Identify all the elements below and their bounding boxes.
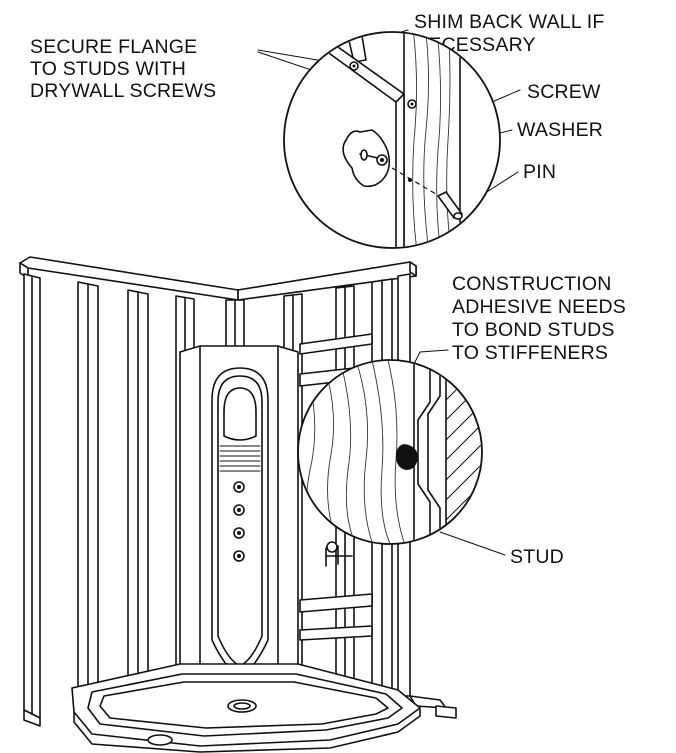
label-construction-adhesive: CONSTRUCTION ADHESIVE NEEDS TO BOND STUD… bbox=[452, 273, 626, 364]
label-secure-flange-line-2: TO STUDS WITH bbox=[30, 58, 186, 80]
detail-circle-top-border bbox=[283, 31, 501, 249]
leader-stud bbox=[439, 531, 506, 556]
detail-circle-flange bbox=[283, 31, 501, 249]
right-top-plate-end bbox=[409, 261, 417, 277]
blocking-bottom bbox=[299, 625, 373, 641]
label-stud: STUD bbox=[510, 546, 564, 568]
jet-column-outer bbox=[211, 367, 269, 677]
shower-base bbox=[71, 663, 421, 753]
label-screw: SCREW bbox=[527, 81, 601, 103]
pipe-fitting bbox=[325, 545, 353, 567]
label-shim: SHIM BACK WALL IF NECESSARY bbox=[414, 11, 605, 56]
right-bottom-plate-end bbox=[435, 705, 457, 719]
label-washer: WASHER bbox=[517, 119, 603, 141]
drain bbox=[227, 699, 257, 713]
blocking-lower bbox=[299, 593, 373, 613]
label-construction-line-3: TO BOND STUDS bbox=[452, 319, 615, 341]
adhesive-bead bbox=[396, 444, 418, 470]
label-secure-flange: SECURE FLANGE TO STUDS WITH DRYWALL SCRE… bbox=[30, 36, 216, 102]
blocking-upper bbox=[299, 333, 373, 355]
jet-nozzles bbox=[233, 481, 245, 562]
label-construction-line-1: CONSTRUCTION bbox=[452, 273, 611, 295]
shower-back-wall bbox=[179, 345, 353, 691]
label-pin: PIN bbox=[523, 161, 556, 183]
label-secure-flange-line-1: SECURE FLANGE bbox=[30, 36, 197, 58]
left-bottom-plate-end bbox=[23, 709, 41, 727]
detail-circle-adhesive bbox=[297, 359, 483, 545]
label-secure-flange-line-3: DRYWALL SCREWS bbox=[30, 80, 216, 102]
label-construction-line-2: ADHESIVE NEEDS bbox=[452, 296, 626, 318]
label-construction-line-4: TO STIFFENERS bbox=[452, 342, 608, 364]
label-shim-line-1: SHIM BACK WALL IF bbox=[414, 11, 605, 33]
